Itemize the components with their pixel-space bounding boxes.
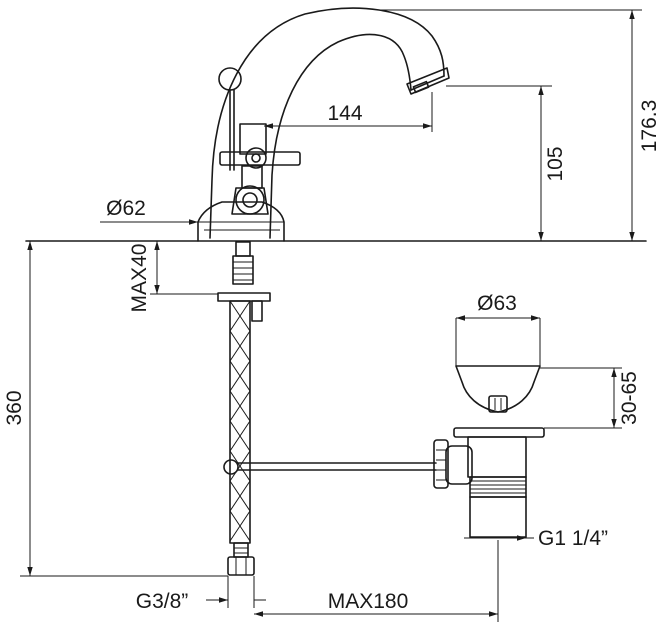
pull-rod	[237, 462, 437, 471]
dim-105: 105	[446, 85, 567, 241]
dim-144: 144	[264, 92, 433, 132]
dim-360: 360	[3, 241, 228, 577]
dim-g1-1-4: G1 1/4”	[464, 527, 608, 550]
dim-30-65: 30-65	[540, 367, 641, 429]
waste-assembly	[433, 365, 545, 538]
label-105: 105	[544, 146, 567, 181]
dim-g3-8: G3/8”	[136, 576, 266, 613]
label-176-3: 176.3	[638, 100, 661, 153]
label-max180: MAX180	[328, 590, 409, 613]
dim-max180: MAX180	[254, 540, 499, 622]
dim-176-3: 176.3	[380, 9, 661, 241]
faucet-body	[197, 7, 450, 242]
dim-max40: MAX40	[128, 241, 218, 312]
dim-diameter-62: Ø62	[100, 197, 284, 225]
label-diameter-62: Ø62	[106, 197, 146, 220]
dim-diameter-63: Ø63	[455, 292, 541, 366]
label-30-65: 30-65	[618, 371, 641, 425]
label-144: 144	[327, 102, 362, 125]
hose-assembly	[217, 241, 271, 576]
label-diameter-63: Ø63	[477, 292, 517, 315]
label-g3-8: G3/8”	[136, 590, 189, 613]
label-max40: MAX40	[128, 244, 151, 313]
label-g1-1-4: G1 1/4”	[538, 527, 608, 550]
label-360: 360	[3, 390, 26, 425]
